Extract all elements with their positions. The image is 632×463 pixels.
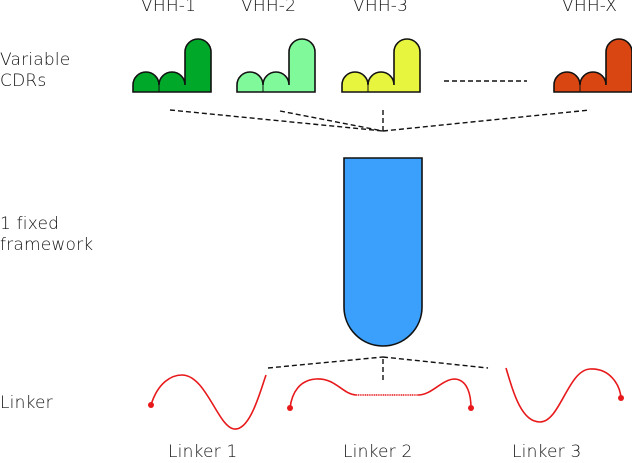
linker-1-curve <box>150 374 267 430</box>
vhh-2-label: VHH-2 <box>241 0 297 16</box>
linker-3-label: Linker 3 <box>512 442 582 462</box>
linker-row-label: Linker <box>0 393 53 413</box>
vhh-2-cdr-shape <box>236 38 316 93</box>
framework-shape <box>343 157 423 347</box>
linker-2-label: Linker 2 <box>343 442 413 462</box>
variable-cdrs-label: Variable CDRs <box>0 50 70 92</box>
linker-3-curve <box>505 367 622 423</box>
framework-line1: 1 fixed <box>0 214 60 234</box>
vhh-x-cdr-shape <box>553 38 632 93</box>
linker-1-endpoint <box>148 402 154 408</box>
variable-cdrs-line1: Variable <box>0 50 71 70</box>
framework-label: 1 fixed framework <box>0 214 93 256</box>
linker-2-end-endpoint <box>468 405 474 411</box>
cdr-convergence-lines <box>169 109 591 132</box>
vhh-3-label: VHH-3 <box>353 0 409 16</box>
linker-2-curve <box>289 378 472 409</box>
vhh-3-cdr-shape <box>341 38 421 93</box>
linker-convergence-lines <box>267 356 489 381</box>
linker-2-start-endpoint <box>287 405 293 411</box>
variable-cdrs-line2: CDRs <box>0 71 47 91</box>
vhh-x-label: VHH-X <box>562 0 618 16</box>
vhh-1-cdr-shape <box>132 38 212 93</box>
linker-3-endpoint <box>618 395 624 401</box>
vhh-1-label: VHH-1 <box>141 0 197 16</box>
linker-1-label: Linker 1 <box>168 442 238 462</box>
framework-line2: framework <box>0 235 94 255</box>
